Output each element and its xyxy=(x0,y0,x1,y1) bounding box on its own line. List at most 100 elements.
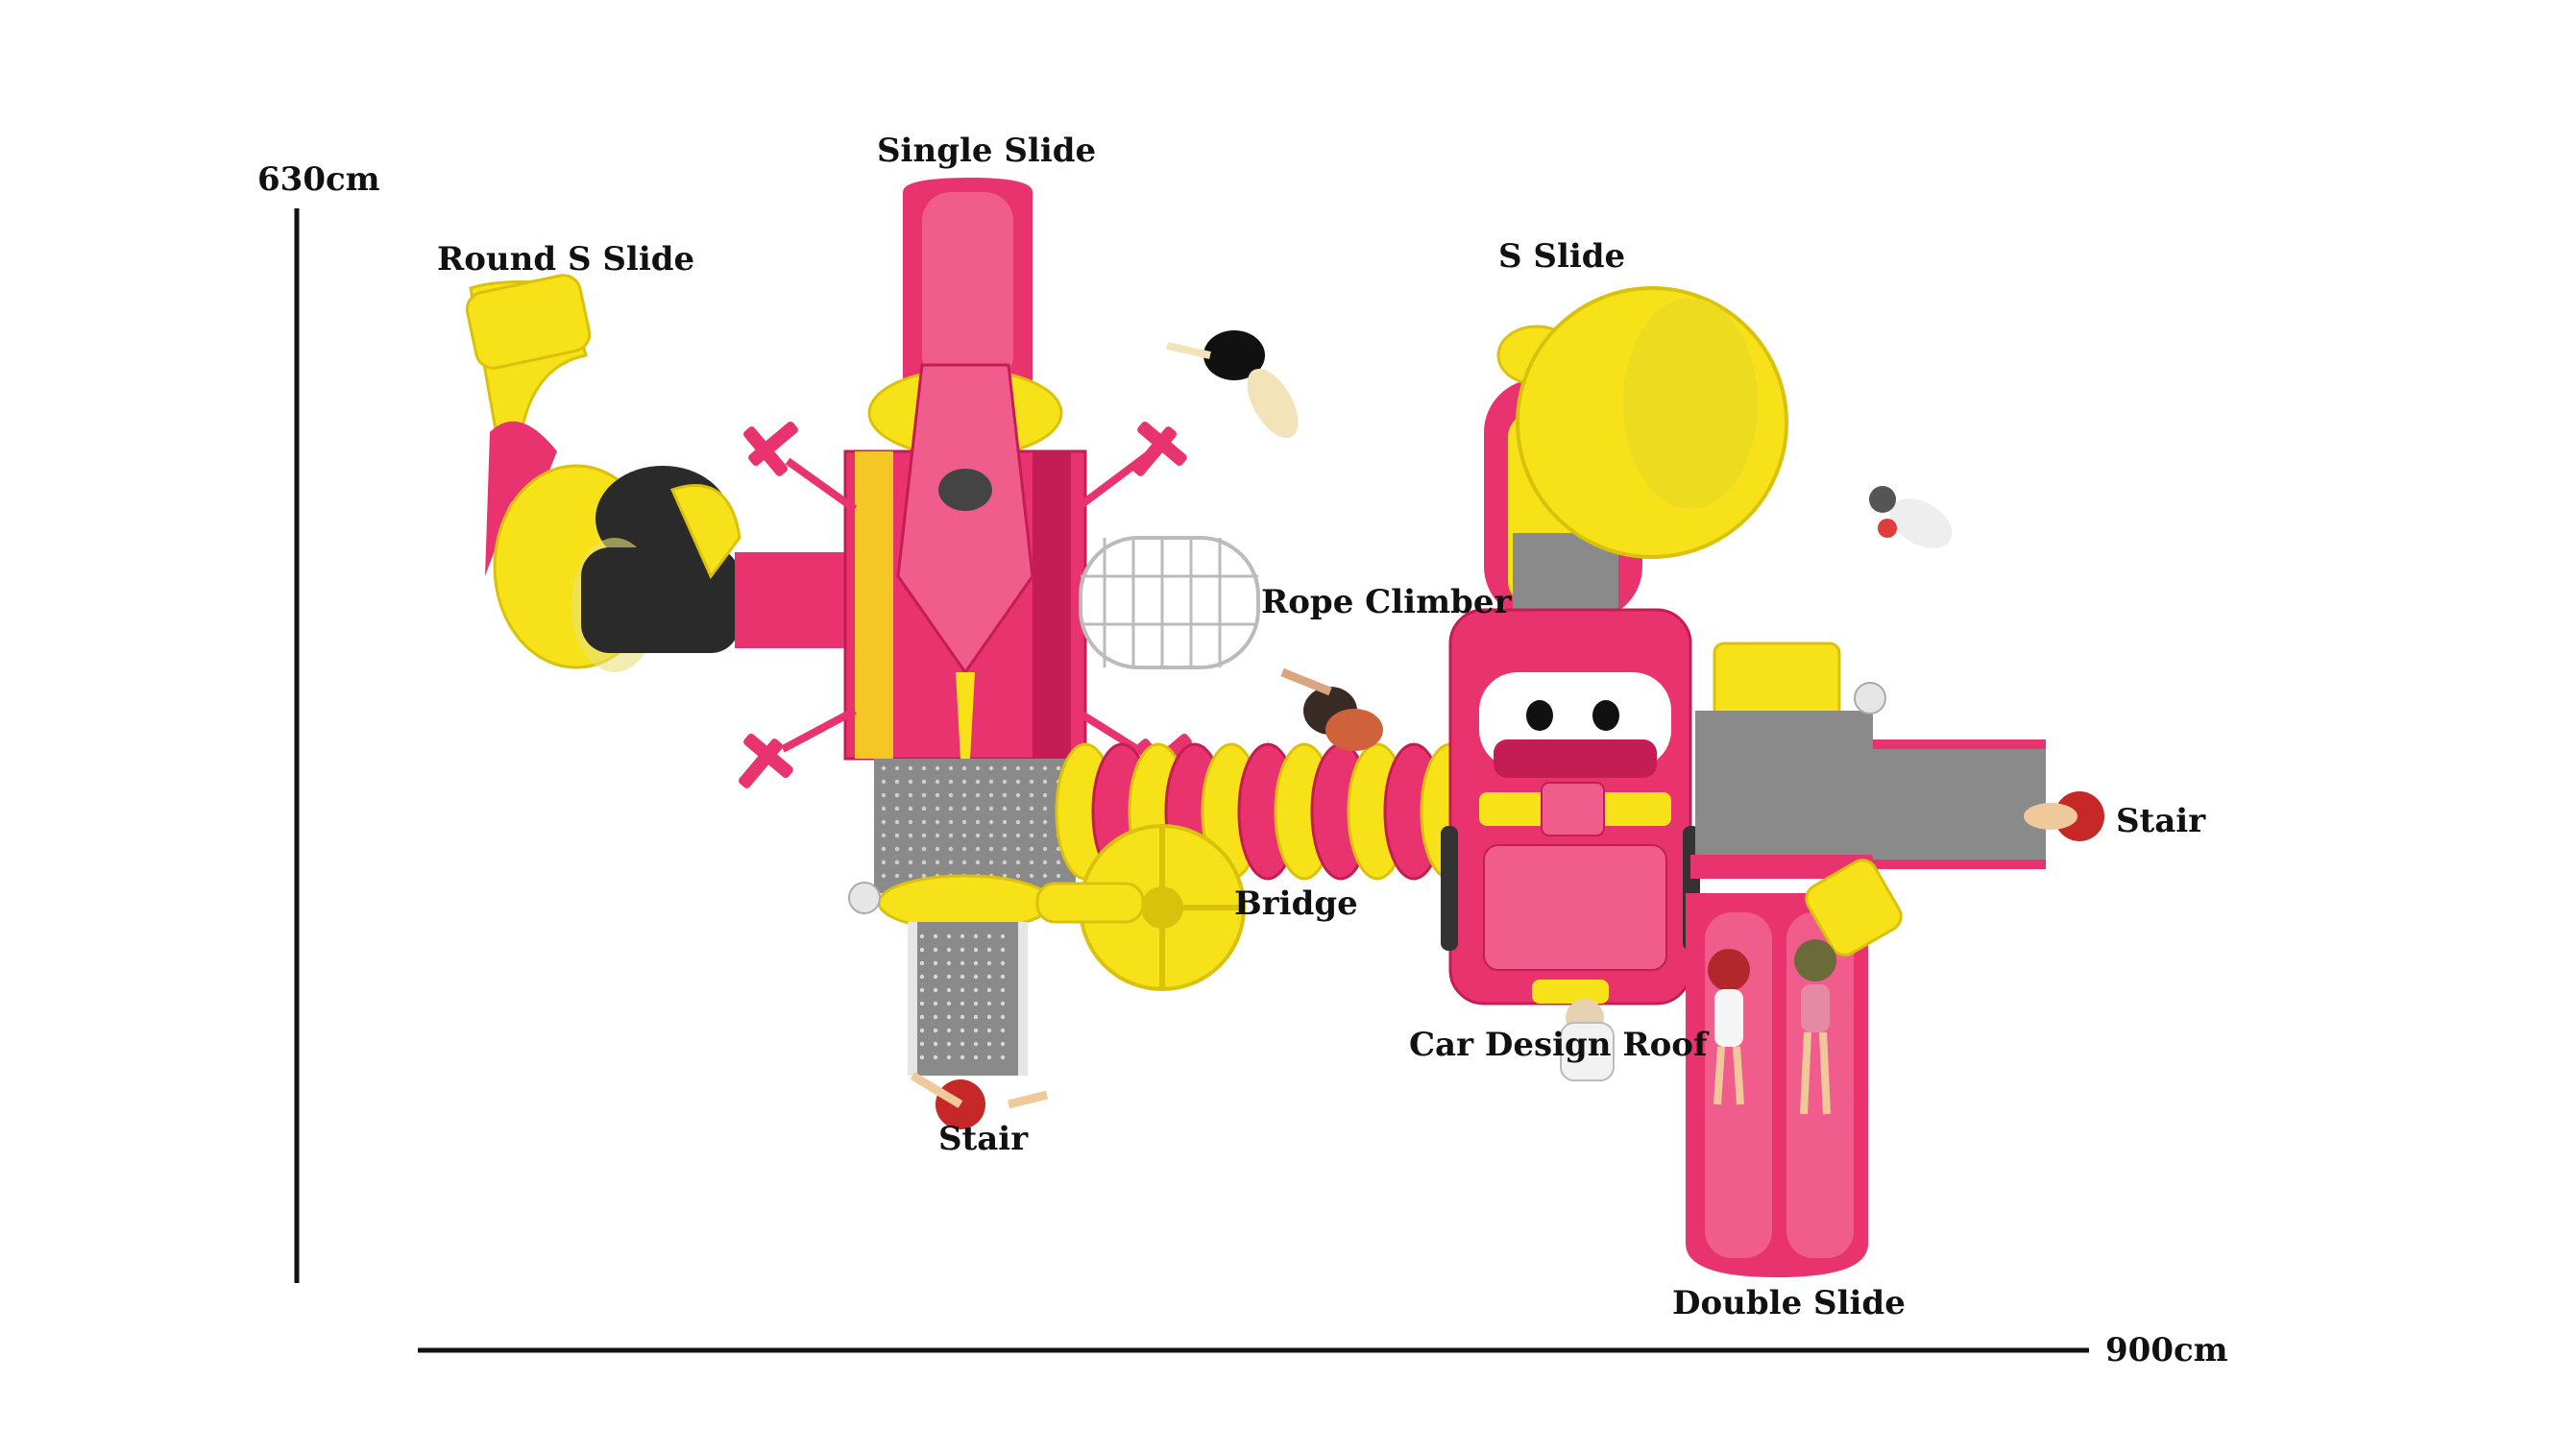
deck-hole xyxy=(935,779,940,785)
deck-hole xyxy=(1000,947,1006,953)
deck-hole xyxy=(1056,765,1061,771)
deck-hole xyxy=(988,860,994,865)
deck-hole xyxy=(919,947,925,953)
deck-hole xyxy=(975,860,981,865)
deck-hole xyxy=(946,1054,952,1060)
deck-hole xyxy=(1029,779,1034,785)
deck-hole xyxy=(986,1054,992,1060)
stair-bottom-label: Stair xyxy=(938,1120,1029,1158)
child-figure xyxy=(1280,667,1383,751)
deck-hole xyxy=(988,779,994,785)
child-figure xyxy=(1869,486,1953,548)
deck-hole xyxy=(988,792,994,798)
deck-hole xyxy=(935,792,940,798)
deck-hole xyxy=(1000,987,1006,993)
deck-hole xyxy=(921,806,927,812)
deck-hole xyxy=(1015,806,1021,812)
deck-hole xyxy=(1029,765,1034,771)
deck-hole xyxy=(919,933,925,939)
deck-hole xyxy=(961,819,967,825)
deck-hole xyxy=(1015,860,1021,865)
deck-hole xyxy=(1002,873,1008,879)
deck-hole xyxy=(960,960,965,966)
deck-hole xyxy=(988,819,994,825)
deck-hole xyxy=(948,765,954,771)
deck-hole xyxy=(946,987,952,993)
deck-hole xyxy=(894,819,900,825)
deck-hole xyxy=(975,846,981,852)
deck-hole xyxy=(946,960,952,966)
deck-hole xyxy=(921,792,927,798)
deck-hole xyxy=(894,860,900,865)
deck-hole xyxy=(975,765,981,771)
deck-hole xyxy=(986,1001,992,1006)
stair-bottom xyxy=(908,922,1028,1076)
deck-hole xyxy=(921,819,927,825)
deck-hole xyxy=(894,792,900,798)
deck-hole xyxy=(986,1014,992,1020)
deck-hole xyxy=(975,819,981,825)
double-slide-label: Double Slide xyxy=(1672,1284,1906,1322)
deck-hole xyxy=(1002,819,1008,825)
deck-hole xyxy=(946,947,952,953)
deck-hole xyxy=(973,947,979,953)
deck-hole xyxy=(921,860,927,865)
deck-hole xyxy=(919,1028,925,1033)
deck-hole xyxy=(1015,819,1021,825)
deck-hole xyxy=(881,846,887,852)
deck-hole xyxy=(919,987,925,993)
deck-hole xyxy=(935,819,940,825)
deck-hole xyxy=(973,987,979,993)
deck-hole xyxy=(960,1041,965,1047)
deck-hole xyxy=(894,806,900,812)
deck-hole xyxy=(946,933,952,939)
deck-hole xyxy=(948,779,954,785)
deck-hole xyxy=(960,974,965,980)
deck-hole xyxy=(960,947,965,953)
deck-hole xyxy=(1029,846,1034,852)
deck-hole xyxy=(946,1041,952,1047)
deck-hole xyxy=(908,765,913,771)
deck-hole xyxy=(1000,974,1006,980)
deck-hole xyxy=(1029,819,1034,825)
deck-hole xyxy=(1000,1014,1006,1020)
rope-climber-label: Rope Climber xyxy=(1261,583,1512,621)
deck-hole xyxy=(986,974,992,980)
round-s-slide-label: Round S Slide xyxy=(437,240,695,279)
deck-hole xyxy=(975,833,981,838)
deck-hole xyxy=(881,806,887,812)
child-figure xyxy=(1708,949,1750,1105)
deck-hole xyxy=(919,960,925,966)
stair-right xyxy=(1873,739,2046,869)
deck-hole xyxy=(881,765,887,771)
deck-hole xyxy=(1000,933,1006,939)
deck-hole xyxy=(1000,1041,1006,1047)
deck-hole xyxy=(1015,833,1021,838)
deck-hole xyxy=(919,974,925,980)
deck-hole xyxy=(948,792,954,798)
deck-hole xyxy=(948,860,954,865)
deck-hole xyxy=(1042,779,1048,785)
deck-hole xyxy=(935,846,940,852)
deck-hole xyxy=(1002,765,1008,771)
deck-hole xyxy=(973,1054,979,1060)
deck-hole xyxy=(960,933,965,939)
deck-hole xyxy=(908,779,913,785)
deck-hole xyxy=(961,765,967,771)
child-figure xyxy=(1166,330,1299,439)
deck-hole xyxy=(988,765,994,771)
s-slide-label: S Slide xyxy=(1498,237,1626,276)
deck-hole xyxy=(1042,765,1048,771)
stair-right-label: Stair xyxy=(2116,802,2206,840)
rope-climber xyxy=(1079,536,1260,669)
bridge-label: Bridge xyxy=(1234,885,1358,923)
deck-hole xyxy=(908,806,913,812)
child-figure xyxy=(1560,999,1615,1081)
deck-hole xyxy=(1015,792,1021,798)
deck-hole xyxy=(1056,860,1061,865)
deck-hole xyxy=(919,1001,925,1006)
deck-hole xyxy=(908,819,913,825)
deck-hole xyxy=(986,1041,992,1047)
